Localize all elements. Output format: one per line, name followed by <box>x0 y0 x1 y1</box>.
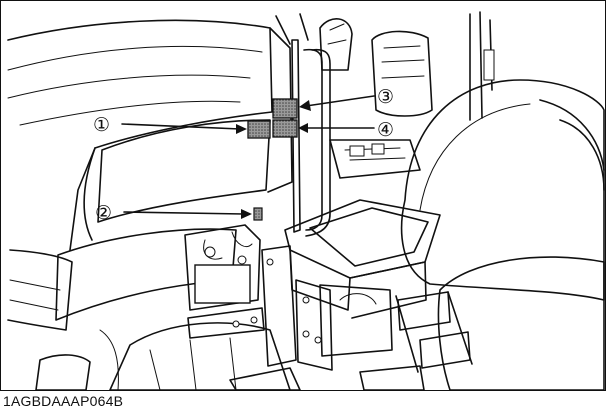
label-2-decal <box>253 207 263 221</box>
figure-frame <box>0 0 606 391</box>
cab-floor-console <box>329 139 421 179</box>
rear-cab-posts <box>469 11 495 121</box>
engine-hood <box>7 19 293 251</box>
callout-2: ② <box>95 202 112 224</box>
callout-4-label: ④ <box>377 119 394 141</box>
fuel-tank-body <box>229 245 393 391</box>
label-4-decal <box>272 119 298 138</box>
rear-wheel-fender <box>400 79 605 301</box>
label-decals <box>247 98 298 221</box>
operator-seat <box>319 18 433 117</box>
cab-pillar-and-handrail <box>275 13 331 237</box>
callout-3: ③ <box>377 86 394 108</box>
callout-2-label: ② <box>95 202 112 224</box>
front-wheel <box>35 322 291 391</box>
leader-arrow-4 <box>298 123 375 133</box>
callout-3-label: ③ <box>377 86 394 108</box>
leader-arrow-3 <box>299 95 375 111</box>
engine-side-components <box>184 224 265 339</box>
label-3-decal <box>272 98 298 119</box>
rear-tire <box>437 99 605 391</box>
callout-1: ① <box>93 114 110 136</box>
entry-steps <box>359 291 473 391</box>
leader-lines <box>121 95 375 219</box>
label-1-decal <box>247 120 271 139</box>
leader-arrow-1 <box>121 123 247 134</box>
callout-4: ④ <box>377 119 394 141</box>
leader-arrow-2 <box>123 209 252 219</box>
callout-1-label: ① <box>93 114 110 136</box>
figure-code: 1AGBDAAAP064B <box>3 393 124 409</box>
